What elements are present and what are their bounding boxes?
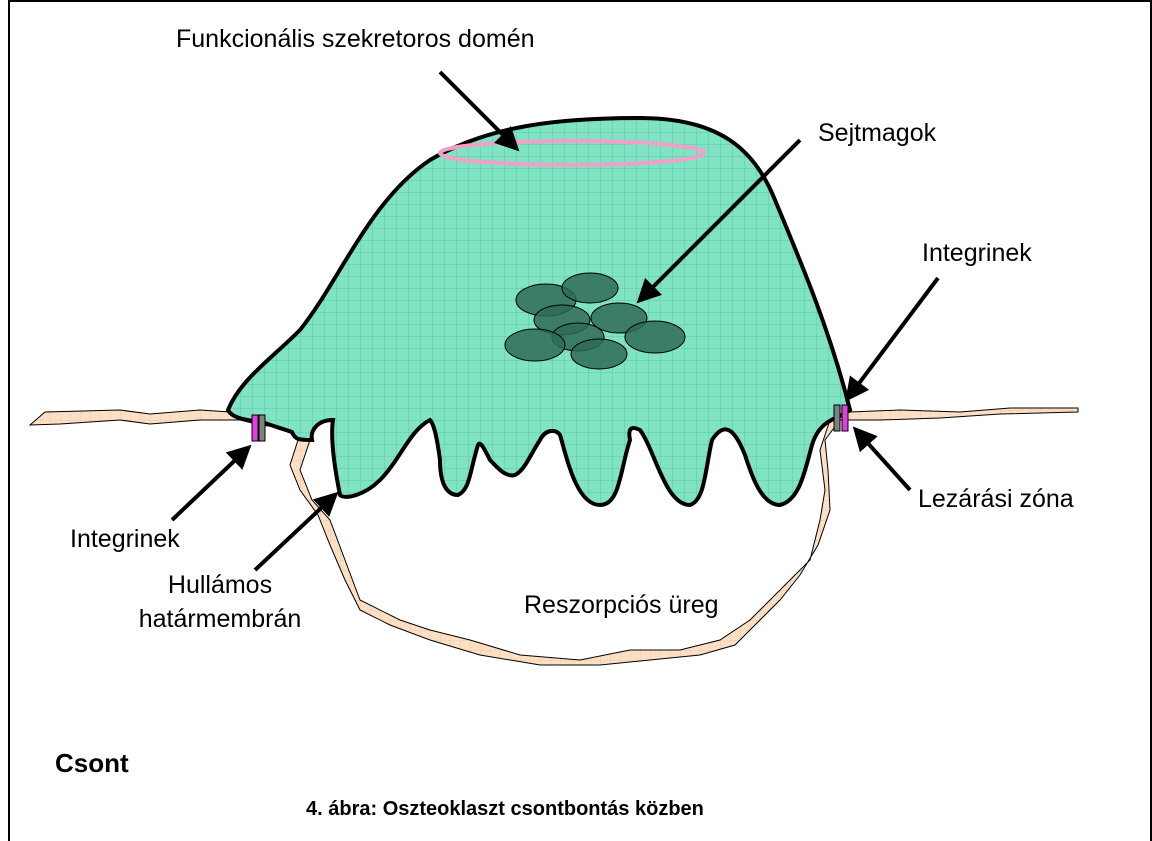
arrow-icon	[856, 430, 910, 490]
figure-caption: 4. ábra: Oszteoklaszt csontbontás közben	[306, 794, 704, 824]
nuclei-label: Sejtmagok	[818, 118, 936, 148]
arrow-icon	[848, 278, 938, 398]
nucleus	[505, 329, 565, 361]
resorption-cavity-label: Reszorpciós üreg	[524, 590, 719, 620]
nucleus	[562, 273, 618, 303]
nucleus	[625, 321, 685, 353]
nucleus	[571, 339, 627, 369]
arrow-icon	[172, 448, 248, 520]
ruffled-border-label-line2: határmembrán	[120, 604, 320, 634]
integrins-left-label: Integrinek	[70, 524, 180, 554]
secretory-domain-label: Funkcionális szekretoros domén	[176, 24, 535, 54]
ruffled-border-label-line1: Hullámos	[120, 570, 320, 600]
integrins-right-label: Integrinek	[922, 238, 1032, 268]
bone-label: Csont	[55, 748, 129, 778]
arrow-icon	[255, 495, 335, 570]
integrin-marker-icon	[252, 415, 265, 441]
sealing-zone-label: Lezárási zóna	[918, 484, 1074, 514]
